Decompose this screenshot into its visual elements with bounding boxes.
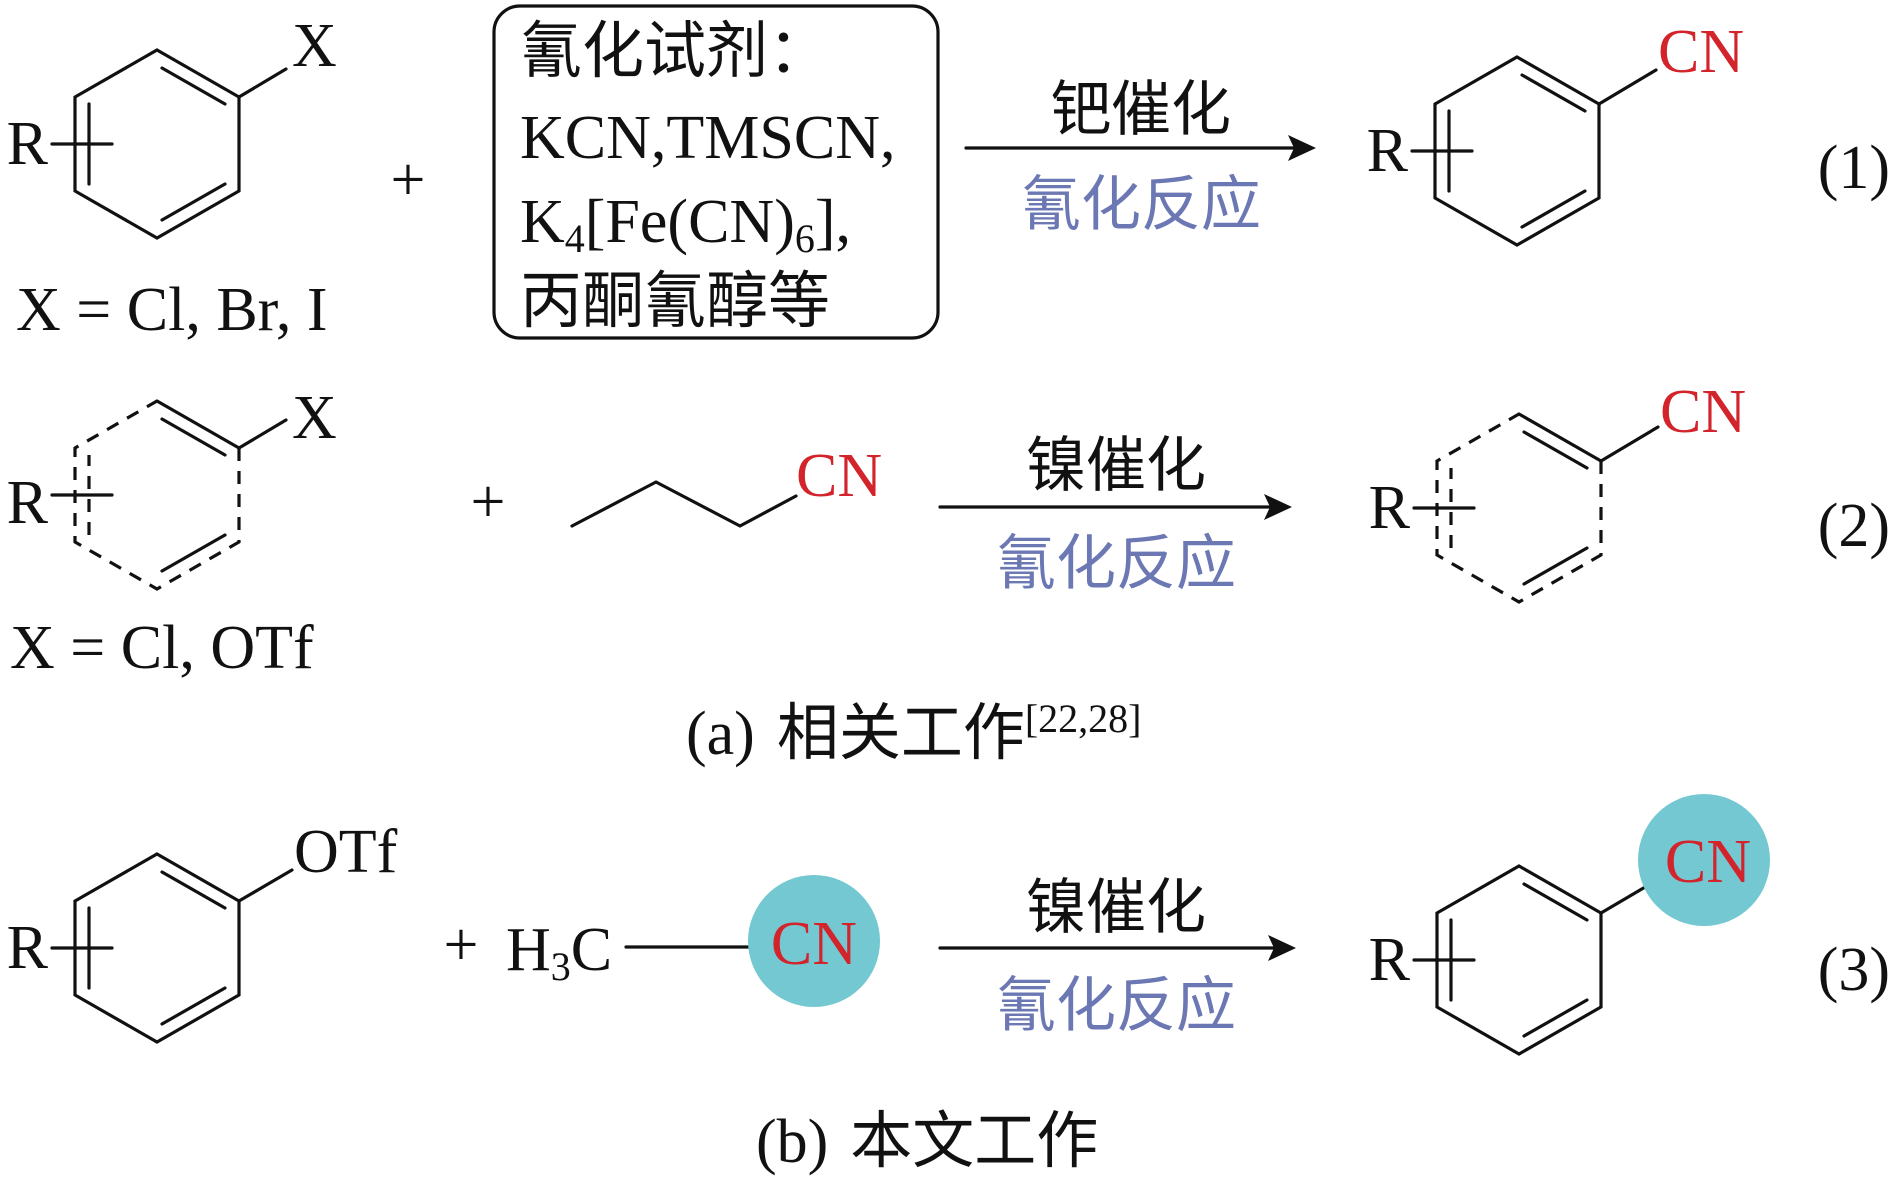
cyanide-reagent-box: 氰化试剂： KCN,TMSCN, K4[Fe(CN)6], 丙酮氰醇等 [492, 4, 940, 340]
cyano-group: CN [1665, 828, 1751, 896]
plus-sign: + [391, 146, 426, 214]
aryl-triflate-ring: OTf R [7, 818, 398, 1044]
leaving-group-x: X [292, 12, 337, 80]
aryl-electrophile-ring: X R [7, 384, 337, 591]
cyano-group: CN [1660, 378, 1746, 446]
reaction-arrow-1: 钯催化 氰化反应 [964, 77, 1316, 238]
catalyst-label: 镍催化 [1026, 875, 1206, 941]
acetonitrile: H3C CN [506, 875, 880, 1007]
reaction-type-label: 氰化反应 [996, 973, 1236, 1039]
reaction-type-label: 氰化反应 [1021, 172, 1261, 238]
leaving-group-otf: OTf [294, 818, 398, 886]
reagent-line-4: 丙酮氰醇等 [520, 268, 830, 336]
highlight-circle [748, 875, 880, 1007]
reaction-type-label: 氰化反应 [996, 531, 1236, 597]
reagent-line-2: KCN,TMSCN, [520, 104, 896, 172]
equation-number: (1) [1818, 134, 1890, 202]
caption-b: (b)本文工作 [756, 1108, 1098, 1176]
butyronitrile: CN [570, 442, 882, 528]
x-definition: X = Cl, Br, I [16, 276, 327, 344]
reagent-line-3: K4[Fe(CN)6], [520, 188, 851, 261]
reagent-heading: 氰化试剂： [520, 18, 830, 86]
plus-sign: + [471, 468, 506, 536]
benzonitrile-product: CN R [1367, 18, 1744, 247]
r-substituent: R [1367, 117, 1409, 185]
equation-number: (3) [1818, 936, 1890, 1004]
equation-number: (2) [1818, 492, 1890, 560]
reaction-arrow-3: 镍催化 氰化反应 [938, 875, 1296, 1039]
cyano-group: CN [771, 910, 857, 978]
reaction-1: X R X = Cl, Br, I + 氰化试剂： KCN,TMSCN, K4[… [7, 4, 1890, 344]
reaction-arrow-2: 镍催化 氰化反应 [938, 433, 1292, 597]
methyl-group: H3C [506, 916, 612, 989]
plus-sign: + [444, 911, 479, 979]
r-substituent: R [7, 110, 49, 178]
r-substituent: R [7, 469, 49, 537]
leaving-group-x: X [292, 384, 337, 452]
r-substituent: R [1369, 926, 1411, 994]
aryl-halide-ring: X R [7, 12, 337, 240]
catalyst-label: 钯催化 [1051, 77, 1231, 143]
nitrile-product-2: CN R [1369, 378, 1746, 604]
r-substituent: R [1369, 474, 1411, 542]
highlight-circle [1638, 794, 1770, 926]
catalyst-label: 镍催化 [1026, 433, 1206, 499]
cyano-group: CN [796, 442, 882, 510]
benzonitrile-product-3: CN R [1369, 794, 1770, 1056]
cyano-group: CN [1658, 18, 1744, 86]
x-definition: X = Cl, OTf [10, 614, 314, 682]
reaction-3: OTf R + H3C CN 镍催化 氰化反应 CN R (3) [7, 794, 1890, 1056]
caption-a: (a)相关工作[22,28] [686, 696, 1141, 768]
reaction-2: X R X = Cl, OTf + CN 镍催化 氰化反应 CN R (2) [7, 378, 1890, 682]
r-substituent: R [7, 914, 49, 982]
